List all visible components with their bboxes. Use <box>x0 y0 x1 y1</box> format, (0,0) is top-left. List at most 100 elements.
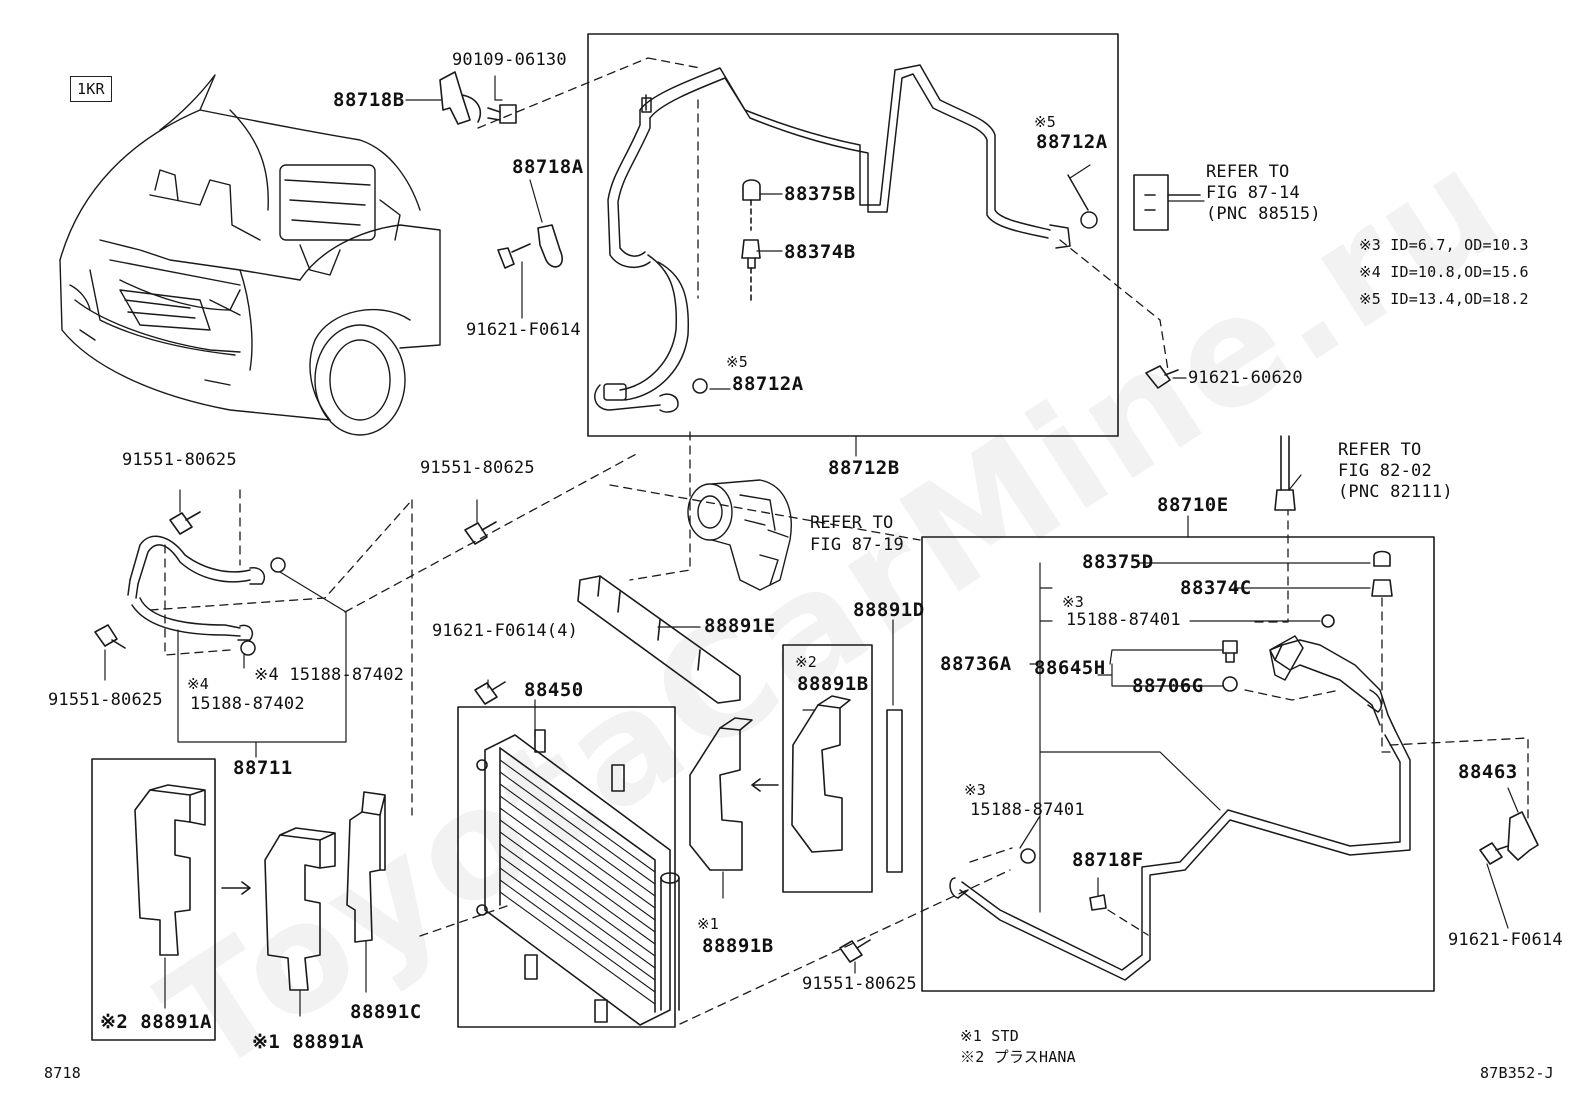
part-88891D: 88891D <box>853 599 925 621</box>
mark-1-b: ※1 <box>697 915 719 933</box>
ref-87-14-line1: REFER TO <box>1206 162 1290 182</box>
part-88645H: 88645H <box>1034 657 1106 679</box>
spec-5: ※5 ID=13.4,OD=18.2 <box>1359 290 1529 308</box>
mark-2-b: ※2 <box>795 653 817 671</box>
part-91551-80625-mid: 91551-80625 <box>420 458 535 478</box>
pipe-88711 <box>127 535 286 656</box>
ref-87-19-line2: FIG 87-19 <box>810 535 904 555</box>
part-88712A-left: 88712A <box>732 373 804 395</box>
part-15188-87401-b: 15188-87401 <box>970 800 1085 820</box>
part-15188-87402-a: 15188-87402 <box>190 694 305 714</box>
part-15188-87402-b: ※4 15188-87402 <box>254 665 405 685</box>
part-90109-06130: 90109-06130 <box>452 50 567 70</box>
part-88891B-opt: 88891B <box>797 673 869 695</box>
oring-15188-87401-a <box>1321 614 1335 628</box>
pipe-to-82-02 <box>1274 435 1296 511</box>
seal-88891B-std <box>689 717 753 871</box>
engine-code-box: 1KR <box>70 76 112 102</box>
mark-4-a: ※4 <box>187 675 209 693</box>
part-91551-80625-left-top: 91551-80625 <box>122 450 237 470</box>
valve-88374C <box>1371 579 1393 597</box>
part-88710E: 88710E <box>1157 494 1229 516</box>
seal-88891A-opt <box>134 784 206 956</box>
arrow-88891B <box>751 778 779 792</box>
part-88718B: 88718B <box>333 89 405 111</box>
leader-lines <box>104 75 1519 1017</box>
bolt-91551-left-bottom <box>94 624 126 649</box>
clip-88718F <box>1089 894 1107 911</box>
part-15188-87401-a: 15188-87401 <box>1066 610 1181 630</box>
mark-3-a: ※3 <box>1062 593 1084 611</box>
valve-88375B <box>742 179 761 231</box>
part-88891E: 88891E <box>704 615 776 637</box>
legend-std: ※1 STD <box>960 1027 1019 1045</box>
valve-88375D <box>1373 550 1391 567</box>
ref-87-19-line1: REFER TO <box>810 513 894 533</box>
seal-88891D <box>886 709 903 873</box>
bracket-88463 <box>1479 811 1539 865</box>
frame-88450 <box>457 706 676 1028</box>
spec-4: ※4 ID=10.8,OD=15.6 <box>1359 263 1529 281</box>
part-91551-80625-left-bottom: 91551-80625 <box>48 690 163 710</box>
switch-88645H <box>1222 640 1238 663</box>
seal-88891C <box>346 791 386 943</box>
car-illustration <box>59 74 441 436</box>
mark-5-left: ※5 <box>726 353 748 371</box>
ref-87-14-line3: (PNC 88515) <box>1206 204 1321 224</box>
part-88375D: 88375D <box>1082 551 1154 573</box>
refer-fig-82-02: REFER TO FIG 82-02 (PNC 82111) <box>1338 440 1453 503</box>
frame-88712B <box>587 33 1119 437</box>
part-88712A-right: 88712A <box>1036 131 1108 153</box>
ref-82-02-line3: (PNC 82111) <box>1338 482 1453 502</box>
legend-plus-hana: ※2 プラスHANA <box>960 1048 1076 1066</box>
compressor <box>687 479 792 591</box>
part-88891C: 88891C <box>350 1001 422 1023</box>
part-88374B: 88374B <box>784 241 856 263</box>
frame-88891B-opt <box>782 644 873 893</box>
part-88891B-std: 88891B <box>702 935 774 957</box>
part-88374C: 88374C <box>1180 577 1252 599</box>
part-88712B: 88712B <box>828 457 900 479</box>
ref-82-02-line2: FIG 82-02 <box>1338 461 1432 481</box>
part-88450: 88450 <box>524 679 584 701</box>
oring-15188-87401-b <box>1020 848 1036 864</box>
part-91621-F0614-top: 91621-F0614 <box>466 320 581 340</box>
refer-fig-87-14: REFER TO FIG 87-14 (PNC 88515) <box>1206 162 1321 225</box>
frame-88891A-opt <box>91 758 216 1041</box>
part-91621-F0614-right: 91621-F0614 <box>1448 930 1563 950</box>
seal-88891B-opt <box>791 695 851 853</box>
part-88891A-opt: ※2 88891A <box>100 1011 212 1033</box>
part-91621-60620: 91621-60620 <box>1188 368 1303 388</box>
ref-82-02-line1: REFER TO <box>1338 440 1422 460</box>
bolt-91551-left-top <box>169 511 201 535</box>
arrow-88891A <box>221 881 251 895</box>
oring-88706G <box>1222 676 1238 692</box>
mark-3-b: ※3 <box>964 781 986 799</box>
dashed-lines <box>149 57 1529 1025</box>
part-88375B: 88375B <box>784 183 856 205</box>
part-88718A: 88718A <box>512 156 584 178</box>
part-91551-80625-bottom: 91551-80625 <box>802 974 917 994</box>
drawing-code: 87B352-J <box>1480 1064 1554 1082</box>
clamp-88718A <box>497 224 563 269</box>
frame-88710E <box>921 536 1435 992</box>
bolt-91621-F0614-4 <box>474 681 506 705</box>
pipe-88712B <box>594 64 1098 413</box>
expansion-valve <box>1133 174 1201 231</box>
bracket-88718B <box>439 71 517 125</box>
part-88706G: 88706G <box>1132 675 1204 697</box>
bolt-91551-bottom <box>839 939 871 963</box>
figure-number: 8718 <box>44 1064 81 1082</box>
mark-5-right: ※5 <box>1034 113 1056 131</box>
part-88463: 88463 <box>1458 761 1518 783</box>
pipe-88710E <box>949 635 1411 981</box>
part-91621-F0614-4: 91621-F0614(4) <box>432 621 579 641</box>
part-88711: 88711 <box>233 757 293 779</box>
ref-87-14-line2: FIG 87-14 <box>1206 183 1300 203</box>
seal-88891E <box>577 575 741 704</box>
part-88736A: 88736A <box>940 653 1012 675</box>
part-88891A-std: ※1 88891A <box>252 1031 364 1053</box>
valve-88374B <box>741 239 761 301</box>
refer-fig-87-19: REFER TO FIG 87-19 <box>810 512 904 556</box>
